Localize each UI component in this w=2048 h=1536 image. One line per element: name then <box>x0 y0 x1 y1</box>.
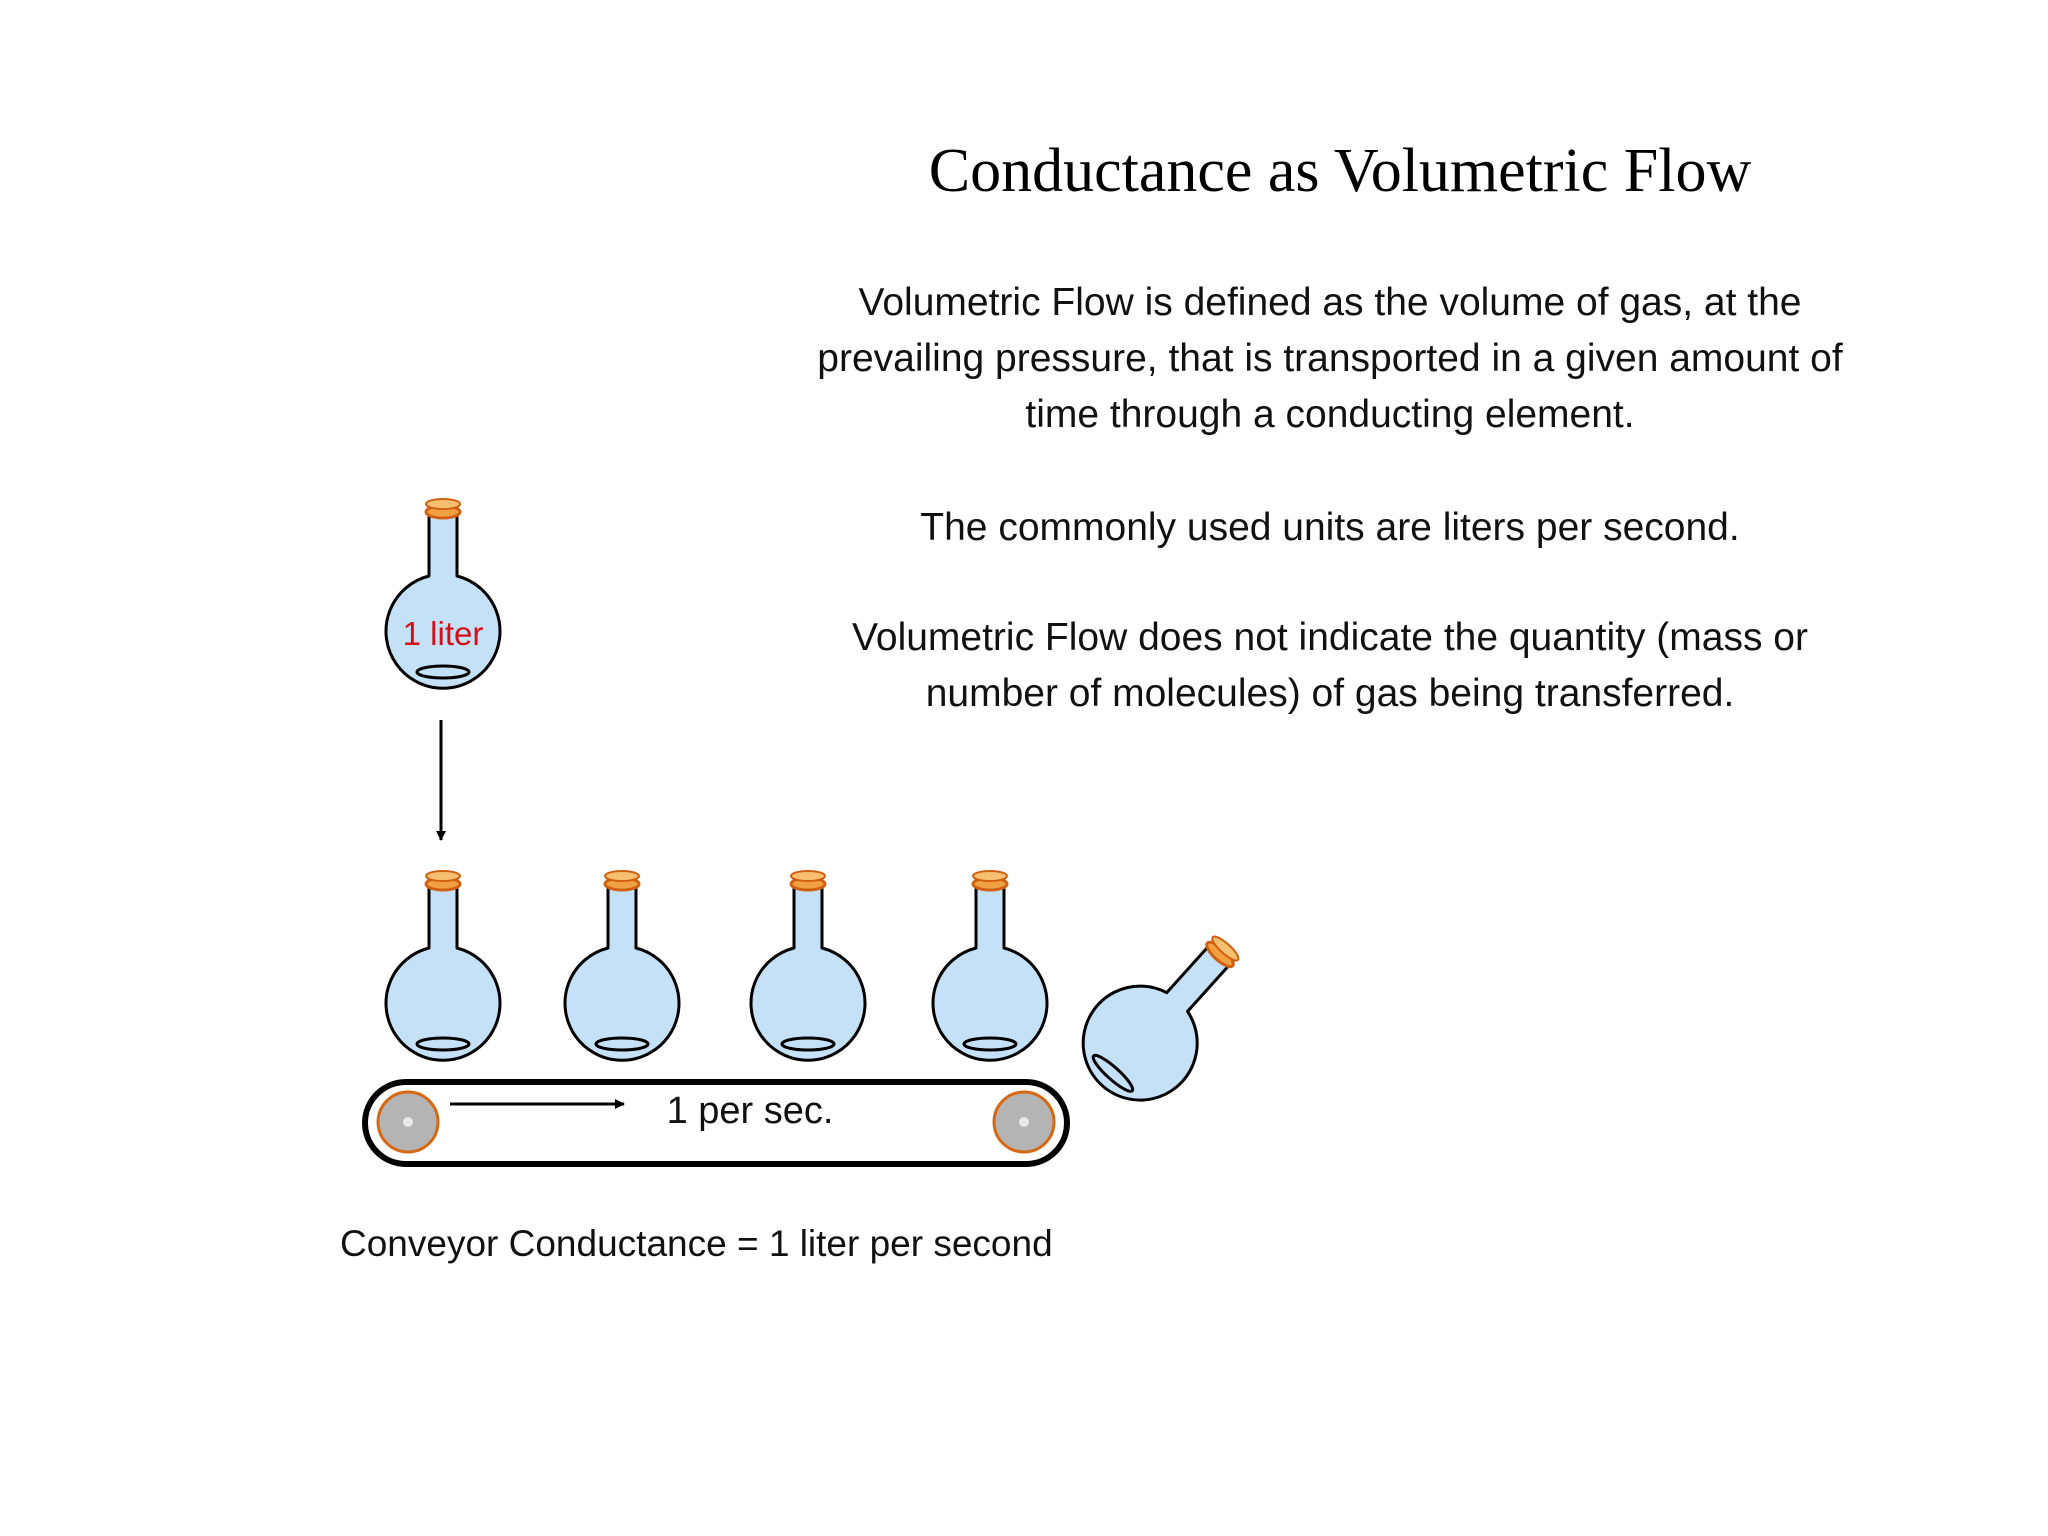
flask-on-belt <box>563 869 681 1062</box>
belt-rate-label: 1 per sec. <box>666 1090 834 1132</box>
quantity-note-paragraph: Volumetric Flow does not indicate the qu… <box>852 616 1808 715</box>
slide-title: Conductance as Volumetric Flow <box>928 137 1752 205</box>
flask-on-belt <box>749 869 867 1062</box>
conductance-caption: Conveyor Conductance = 1 liter per secon… <box>340 1223 1053 1264</box>
right-roller <box>992 1090 1056 1154</box>
flask-on-belt <box>384 869 502 1062</box>
tipping-flask <box>1058 905 1273 1126</box>
flask-volume-label: 1 liter <box>403 615 484 652</box>
definition-paragraph: Volumetric Flow is defined as the volume… <box>817 281 1843 436</box>
flask-on-belt <box>931 869 1049 1062</box>
falling-flask: 1 liter <box>384 497 502 690</box>
left-roller <box>376 1090 440 1154</box>
units-paragraph: The commonly used units are liters per s… <box>920 506 1740 549</box>
